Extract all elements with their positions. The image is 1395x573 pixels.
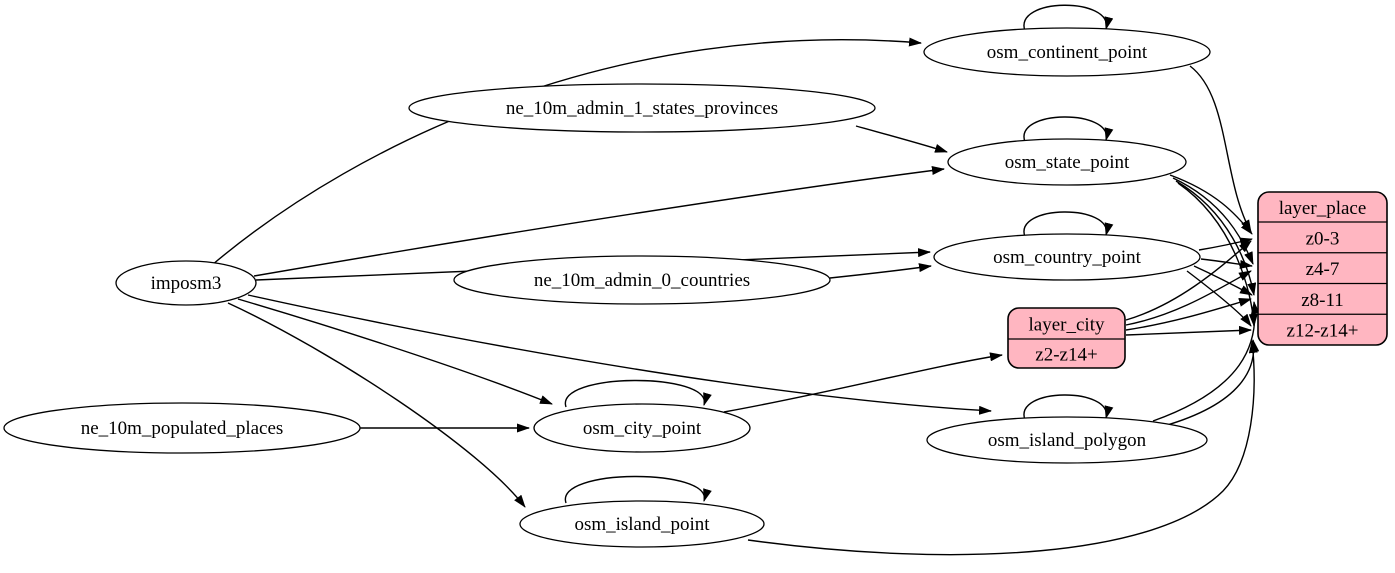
self-loop-osm_country_point — [1023, 211, 1114, 238]
edges-layer — [211, 4, 1260, 556]
node-shape-osm_island_polygon — [926, 416, 1208, 464]
node-shape-osm_continent_point — [923, 27, 1211, 77]
node-osm_country_point: osm_country_point — [933, 233, 1201, 281]
node-shape-ne_10m_admin_0_countries — [453, 255, 831, 305]
node-osm_island_polygon: osm_island_polygon — [926, 416, 1208, 464]
edge-imposm3-to-osm_continent_point — [211, 37, 922, 266]
edge-layer_city-to-layer_place-z4-7 — [1125, 270, 1252, 326]
record-row-layer_place-z12-z14+: z12-z14+ — [1287, 321, 1359, 342]
edge-ne_10m_admin_1_states_provinces-to-osm_state_point — [855, 125, 948, 153]
record-title-layer_place: layer_place — [1279, 198, 1367, 219]
edge-ne_10m_admin_0_countries-to-osm_country_point — [829, 263, 932, 279]
edge-osm_island_polygon-to-layer_place-z12-z14+ — [1163, 339, 1260, 427]
node-label-ne_10m_populated_places: ne_10m_populated_places — [81, 418, 284, 439]
self-loop-osm_island_polygon — [1023, 394, 1114, 421]
node-layer_place: layer_place z0-3 z4-7 z8-11 z12-z14+ — [1257, 191, 1388, 346]
node-osm_continent_point: osm_continent_point — [923, 27, 1211, 77]
record-shape-layer_city — [1007, 307, 1126, 369]
self-loop-osm_continent_point — [1023, 4, 1114, 32]
edge-imposm3-to-osm_city_point — [237, 298, 553, 405]
node-shape-osm_island_point — [519, 500, 765, 548]
node-label-osm_state_point: osm_state_point — [1005, 152, 1130, 173]
edge-osm_island_polygon-to-layer_place-z8-11 — [1152, 301, 1260, 422]
edge-osm_island_point-to-layer_place-z12-z14+ — [747, 340, 1258, 556]
node-label-imposm3: imposm3 — [151, 273, 222, 294]
record-row-layer_place-z8-11: z8-11 — [1301, 290, 1344, 311]
record-title-layer_city: layer_city — [1029, 315, 1105, 336]
edge-osm_country_point-to-layer_place-z12-z14+ — [1186, 270, 1252, 327]
node-label-osm_island_point: osm_island_point — [574, 514, 710, 535]
node-shape-imposm3 — [115, 260, 257, 306]
edge-layer_city-to-layer_place-z0-3 — [1125, 240, 1252, 321]
node-ne_10m_populated_places: ne_10m_populated_places — [3, 402, 361, 454]
self-loop-osm_island_point — [564, 475, 712, 504]
node-shape-ne_10m_populated_places — [3, 402, 361, 454]
self-loop-osm_state_point — [1023, 116, 1114, 143]
edge-layer_city-to-layer_place-z8-11 — [1125, 298, 1252, 331]
node-label-osm_country_point: osm_country_point — [993, 247, 1141, 268]
edge-osm_continent_point-to-layer_place-z0-3 — [1189, 65, 1252, 233]
edge-osm_state_point-to-layer_place-z4-7 — [1172, 177, 1254, 265]
node-layer_city: layer_city z2-z14+ — [1007, 307, 1126, 369]
edge-osm_country_point-to-layer_place-z0-3 — [1198, 237, 1253, 251]
node-label-ne_10m_admin_1_states_provinces: ne_10m_admin_1_states_provinces — [506, 98, 778, 119]
node-shape-osm_state_point — [947, 138, 1187, 186]
node-ne_10m_admin_0_countries: ne_10m_admin_0_countries — [453, 255, 831, 305]
record-row-layer_city-z2-z14+: z2-z14+ — [1035, 345, 1097, 366]
node-osm_island_point: osm_island_point — [519, 500, 765, 548]
node-label-osm_city_point: osm_city_point — [583, 418, 702, 439]
node-label-osm_continent_point: osm_continent_point — [987, 42, 1148, 63]
record-row-layer_place-z4-7: z4-7 — [1306, 259, 1340, 280]
node-ne_10m_admin_1_states_provinces: ne_10m_admin_1_states_provinces — [408, 83, 876, 133]
edge-imposm3-to-osm_island_polygon — [247, 294, 992, 415]
node-osm_state_point: osm_state_point — [947, 138, 1187, 186]
record-row-layer_place-z0-3: z0-3 — [1306, 228, 1340, 249]
edge-osm_country_point-to-layer_place-z4-7 — [1200, 258, 1253, 269]
node-osm_city_point: osm_city_point — [533, 403, 751, 453]
nodes-layer: imposm3 ne_10m_admin_1_states_provincesne… — [3, 27, 1388, 548]
node-shape-ne_10m_admin_1_states_provinces — [408, 83, 876, 133]
node-shape-osm_country_point — [933, 233, 1201, 281]
node-label-ne_10m_admin_0_countries: ne_10m_admin_0_countries — [534, 270, 750, 291]
node-shape-osm_city_point — [533, 403, 751, 453]
edge-imposm3-to-osm_island_point — [227, 302, 526, 508]
edge-layer_city-to-layer_place-z12-z14+ — [1125, 325, 1252, 336]
node-imposm3: imposm3 — [115, 260, 257, 306]
edge-imposm3-to-osm_state_point — [253, 166, 945, 277]
edge-osm_city_point-to-layer_city-z2-z14+ — [723, 352, 1003, 413]
edge-osm_state_point-to-layer_place-z8-11 — [1175, 180, 1257, 296]
edge-osm_country_point-to-layer_place-z8-11 — [1193, 265, 1253, 296]
record-shape-layer_place — [1257, 191, 1388, 346]
edge-osm_state_point-to-layer_place-z0-3 — [1169, 174, 1253, 235]
node-label-osm_island_polygon: osm_island_polygon — [988, 430, 1147, 451]
self-loop-osm_city_point — [564, 379, 712, 408]
